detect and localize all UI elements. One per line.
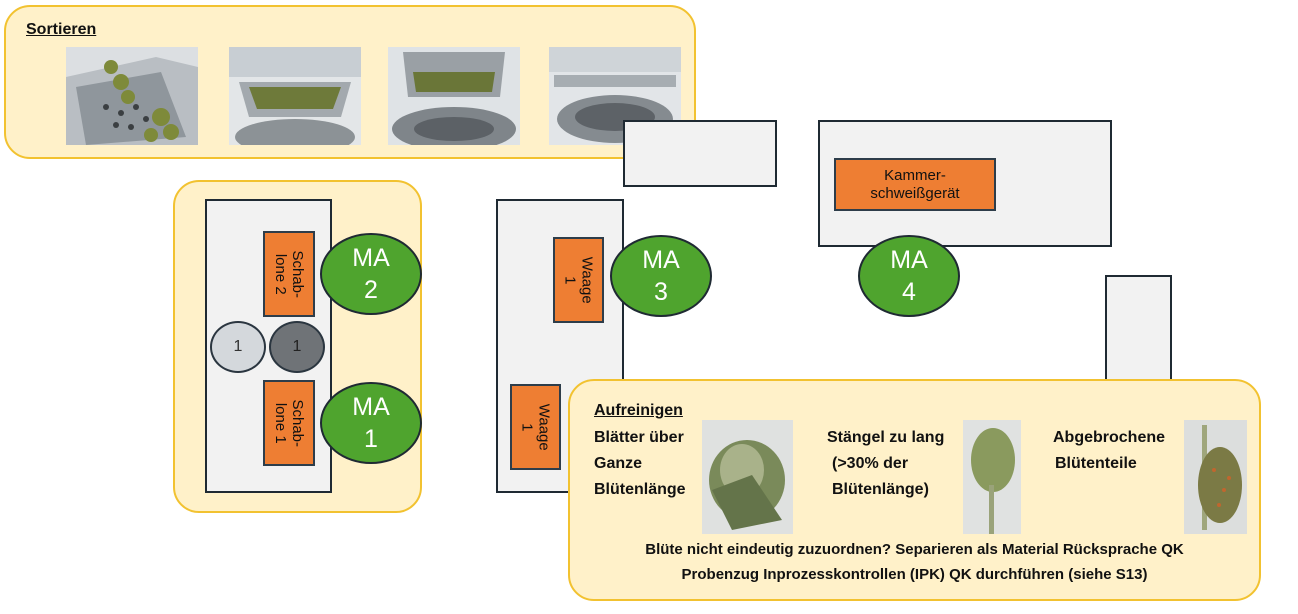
- table-right-small: [1105, 275, 1172, 385]
- criterion-broken-line2: Blütenteile: [1055, 455, 1137, 472]
- kammerschweissgeraet: Kammer- schweißgerät: [834, 158, 996, 211]
- container-dark: 1: [269, 321, 325, 373]
- sortieren-title: Sortieren: [26, 21, 97, 38]
- criterion-broken-line1: Abgebrochene: [1053, 429, 1166, 446]
- criterion-stem-line3: Blütenlänge): [832, 481, 929, 498]
- sorting-photo-3: [388, 47, 520, 145]
- note-ipk: Probenzug Inprozesskontrollen (IPK) QK d…: [681, 566, 1148, 583]
- worker-ma3: MA 3: [610, 235, 712, 317]
- table-top-middle: [623, 120, 777, 187]
- note-separate: Blüte nicht eindeutig zuzuordnen? Separi…: [645, 541, 1184, 558]
- photo-bud-leaves: [702, 420, 793, 534]
- worker-ma1: MA 1: [320, 382, 422, 464]
- criterion-leaves-line2: Ganze: [594, 455, 643, 472]
- worker-ma4: MA 4: [858, 235, 960, 317]
- photo-bud-stem: [963, 420, 1021, 534]
- criterion-stem-line1: Stängel zu lang: [827, 429, 945, 446]
- criterion-leaves-line3: Blütenlänge: [594, 481, 686, 498]
- aufreinigen-panel: [568, 379, 1261, 601]
- photo-bud-broken: [1184, 420, 1247, 534]
- criterion-leaves-line1: Blätter über: [594, 429, 684, 446]
- aufreinigen-title: Aufreinigen: [594, 402, 683, 419]
- criterion-stem-line2: (>30% der: [832, 455, 909, 472]
- worker-ma2: MA 2: [320, 233, 422, 315]
- waage-bottom: Waage 1: [510, 384, 561, 470]
- schablone-1: Schab- lone 1: [263, 380, 315, 466]
- sorting-photo-2: [229, 47, 361, 145]
- schablone-2: Schab- lone 2: [263, 231, 315, 317]
- container-light: 1: [210, 321, 266, 373]
- sorting-photo-1: [66, 47, 198, 145]
- waage-top: Waage 1: [553, 237, 604, 323]
